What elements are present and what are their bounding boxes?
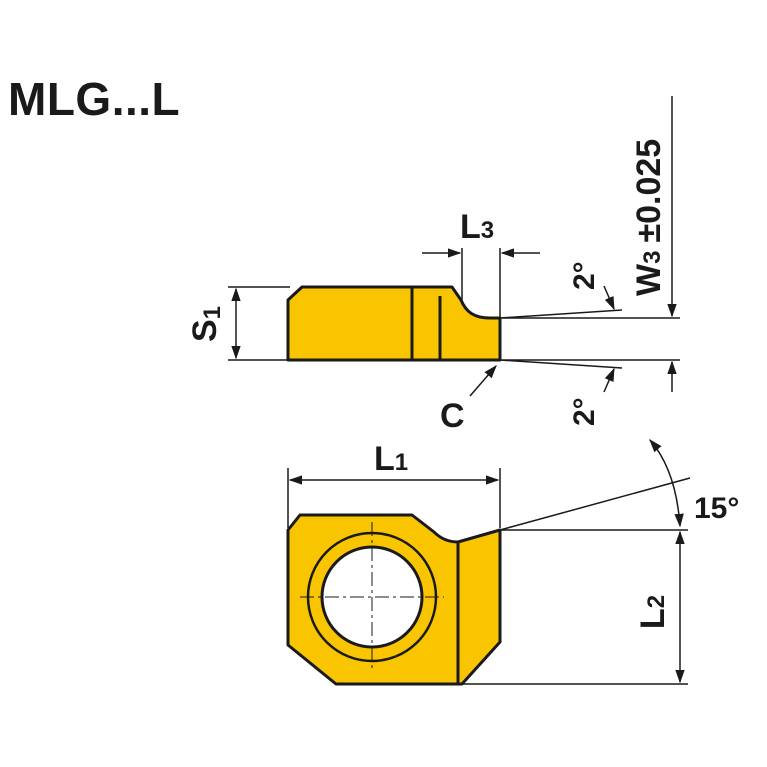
dimension-l3 xyxy=(422,248,540,318)
l2-main: L xyxy=(634,608,672,629)
dimension-s1-label: S1 xyxy=(186,306,226,342)
w3-main: W xyxy=(630,263,668,296)
drawing-title: MLG...L xyxy=(8,73,181,125)
hole-centerlines xyxy=(300,522,444,672)
side-view-insert-body xyxy=(286,285,502,362)
angle-top-label-text: 2° xyxy=(568,261,601,290)
dimension-s1 xyxy=(228,286,290,361)
top-view: L1 L2 15° xyxy=(286,438,739,686)
side-view: S1 L3 W3±0.025 2° xyxy=(186,96,680,435)
w3-tolerance: ±0.025 xyxy=(630,139,668,243)
dimension-w3 xyxy=(502,96,680,392)
l3-main: L xyxy=(460,208,481,246)
angle-15deg xyxy=(499,438,691,531)
s1-sub: 1 xyxy=(199,306,226,319)
dimension-l3-label: L3 xyxy=(460,208,494,246)
l2-sub: 2 xyxy=(643,595,670,608)
dimension-l2 xyxy=(462,529,688,685)
angle-15-label: 15° xyxy=(694,492,739,525)
w3-sub: 3 xyxy=(639,251,666,264)
l3-sub: 3 xyxy=(481,217,494,244)
angle-bottom-label-text: 2° xyxy=(568,397,601,426)
dimension-w3-label: W3 ±0.025 xyxy=(630,139,668,296)
dimension-l1 xyxy=(287,468,501,528)
l1-main: L xyxy=(374,440,395,478)
c-label: C xyxy=(440,397,465,435)
l1-sub: 1 xyxy=(395,449,408,476)
s1-main: S xyxy=(186,319,224,342)
dimension-l1-label: L1 xyxy=(374,440,408,478)
c-leader-line xyxy=(469,364,497,397)
dimension-l2-label: L2 xyxy=(634,595,672,629)
angle-2deg-lines xyxy=(499,285,623,393)
